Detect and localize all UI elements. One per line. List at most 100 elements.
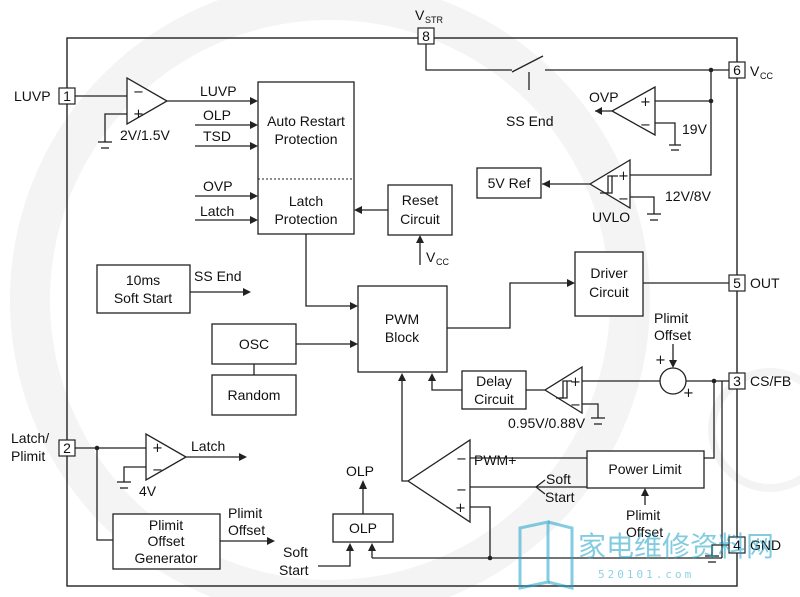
label-uvlo: UVLO [592,209,630,225]
pin-luvp: 1 LUVP [14,87,76,105]
label-soft-start-olp-2: Start [279,562,309,578]
svg-text:5: 5 [733,275,741,291]
label-plimit-offset-2: Offset [654,327,691,343]
svg-text:4: 4 [733,537,741,553]
label-ss-end-out: SS End [194,268,241,284]
svg-text:+: + [133,107,144,122]
label-ovp-in: OVP [203,178,233,194]
block-osc: OSC [211,323,297,365]
svg-text:Block: Block [385,329,420,345]
label-latch-out: Latch [191,438,225,454]
svg-text:Generator: Generator [134,550,197,566]
latch-comparator: + − [145,432,188,482]
svg-text:Latch/: Latch/ [11,430,49,446]
pwm-comparator: − − + [406,438,471,524]
label-plimit-offset-pl-1: Plimit [626,507,660,523]
svg-text:5V Ref: 5V Ref [488,175,531,191]
svg-text:Circuit: Circuit [589,284,629,300]
svg-text:−: − [570,398,581,413]
latch-prot-line2: Protection [274,211,337,227]
auto-restart-line1: Auto Restart [267,113,345,129]
pin-vcc-number: 6 [733,62,741,78]
label-soft-start-1: Soft [546,471,571,487]
label-luvp-out: LUVP [200,83,237,99]
svg-text:OLP: OLP [349,520,377,536]
sum-plus-right: + [683,386,694,401]
svg-text:Driver: Driver [590,265,628,281]
label-ref-12v: 12V/8V [665,188,712,204]
ovp-comparator: + − [610,85,656,137]
label-vcc-reset: V [426,249,436,265]
svg-text:CC: CC [436,257,449,267]
label-ref-19v: 19V [682,121,708,137]
block-pwm: PWM Block [357,285,448,373]
label-ref-2v: 2V/1.5V [120,127,170,143]
svg-text:CS/FB: CS/FB [750,373,791,389]
svg-text:−: − [133,85,144,100]
block-protection: Auto Restart Protection Latch Protection [257,81,355,235]
label-plimit-gen-out-1: Plimit [228,505,262,521]
svg-text:Plimit: Plimit [11,448,45,464]
svg-text:+: + [152,441,163,456]
label-olp-in: OLP [203,107,231,123]
uvlo-plus-sign: + [618,169,629,184]
svg-text:Circuit: Circuit [400,211,440,227]
svg-text:10ms: 10ms [126,272,160,288]
svg-text:−: − [456,483,467,498]
svg-text:Soft Start: Soft Start [114,290,172,306]
ic-outline [66,37,738,587]
latch-prot-line1: Latch [289,193,323,209]
block-plimit-offset-generator: Plimit Offset Generator [112,513,221,570]
block-5v-ref: 5V Ref [476,167,542,199]
svg-text:−: − [456,452,467,467]
pin-csfb: 3 CS/FB [728,372,791,390]
watermark: 家电维修资料网 520101.com [518,520,774,590]
block-olp: OLP [332,513,394,543]
label-ss-end-switch: SS End [506,113,553,129]
svg-text:Delay: Delay [476,373,512,389]
label-ref-095: 0.95V/0.88V [508,415,586,431]
ovp-plus-sign: + [640,95,651,110]
luvp-comparator: − + [126,76,169,126]
label-soft-start-olp-1: Soft [283,544,308,560]
ovp-minus-sign: − [640,118,651,133]
svg-text:Reset: Reset [402,192,439,208]
label-olp-out: OLP [346,463,374,479]
label-ovp-out: OVP [589,89,619,105]
svg-text:Random: Random [228,387,281,403]
label-plimit-gen-out-2: Offset [228,522,265,538]
pin-vcc: 6 V CC [728,61,773,81]
delay-comparator: + − [543,365,583,415]
svg-text:Power Limit: Power Limit [608,461,681,477]
watermark-sub: 520101.com [598,568,694,581]
svg-text:+: + [570,375,581,390]
block-random: Random [211,374,297,416]
uvlo-comparator: + − [588,158,631,210]
svg-text:Offset: Offset [147,533,184,549]
label-plimit-offset-pl-2: Offset [626,524,663,540]
svg-text:PWM: PWM [385,311,419,327]
pin-gnd: 4 GND [728,536,781,554]
arrow-5v-ref [542,180,550,188]
label-pwm-plus: PWM+ [474,452,516,468]
pin-out: 5 OUT [728,274,780,292]
pin-vstr-sub: STR [425,15,444,25]
block-reset-circuit: Reset Circuit [387,184,453,236]
arrow-ovp-out [595,107,602,115]
pin-vstr-number: 8 [422,28,430,44]
svg-text:−: − [152,463,163,478]
pin-vstr-label: V [415,7,425,23]
pin-vcc-sub: CC [760,71,773,81]
label-latch-in: Latch [200,203,234,219]
label-plimit-offset-1: Plimit [654,310,688,326]
ss-end-switch [511,55,544,73]
label-soft-start-2: Start [545,489,575,505]
pin-vcc-label: V [750,63,760,79]
auto-restart-line2: Protection [274,131,337,147]
svg-text:+: + [455,501,466,516]
svg-text:2: 2 [63,440,71,456]
pin-latch-plimit: 2 Latch/ Plimit [11,430,76,464]
block-power-limit: Power Limit [586,450,705,489]
svg-text:GND: GND [750,537,781,553]
